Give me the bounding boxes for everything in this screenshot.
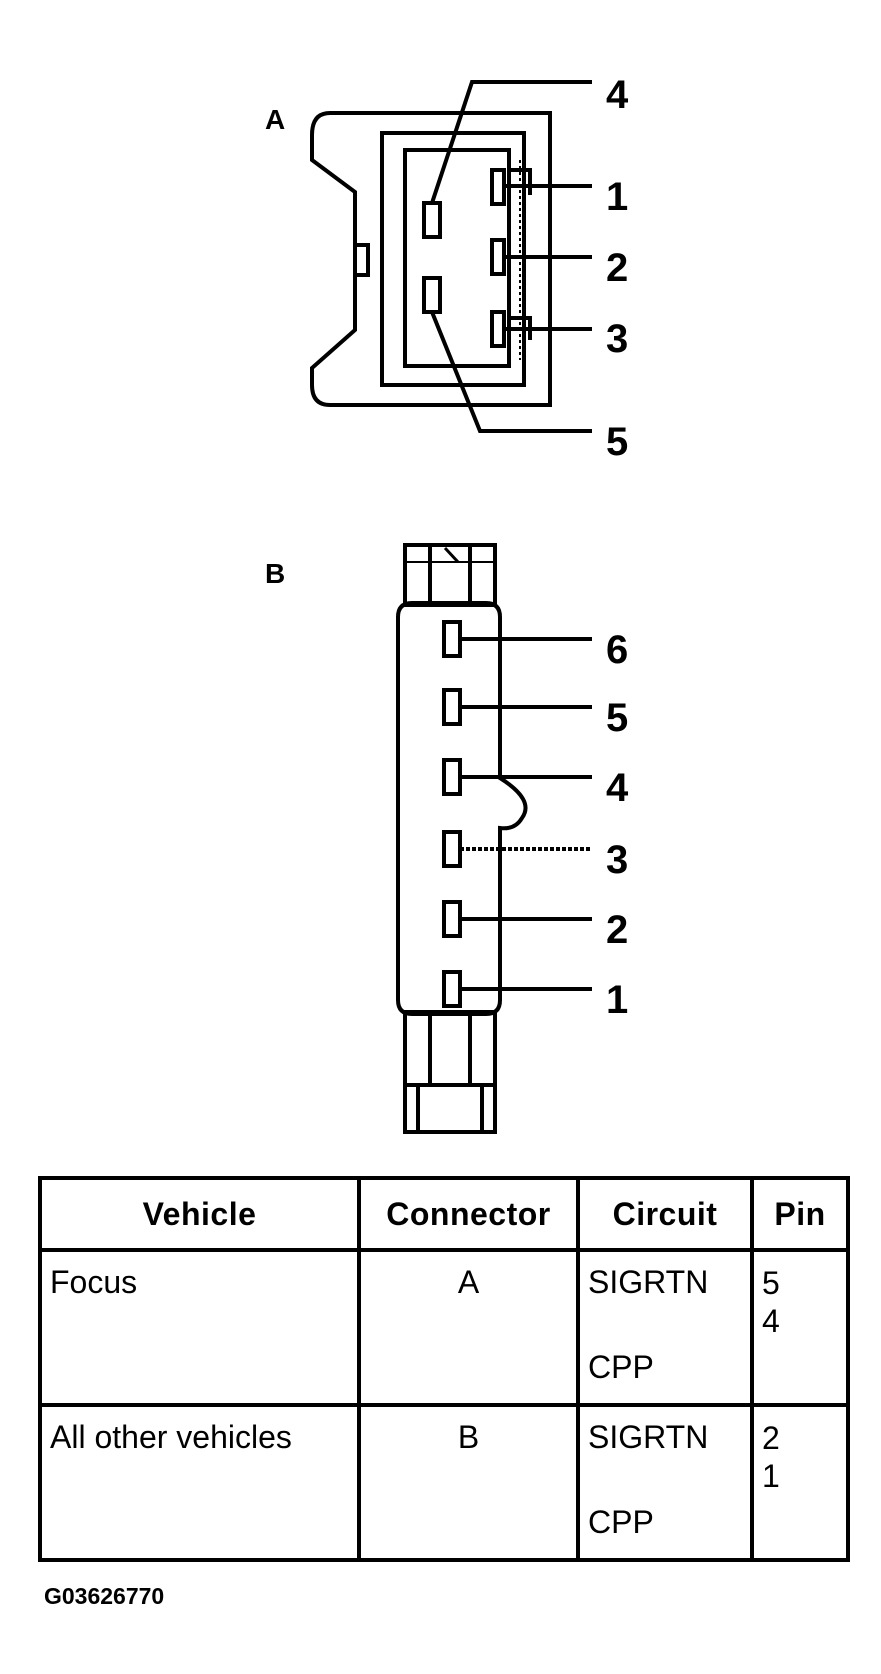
connector-b-pin-label: 2 [606, 908, 628, 952]
cell-pin: 2 1 [750, 1403, 850, 1562]
cell-connector: B [357, 1403, 580, 1562]
cell-circuit: SIGRTN CPP [576, 1248, 754, 1407]
connector-a-label: A [265, 104, 286, 135]
pinout-table: Vehicle Connector Circuit Pin Focus A SI… [38, 1176, 850, 1562]
pin-value: 1 [762, 1458, 780, 1494]
connector-a [310, 80, 592, 433]
pin-value: 5 [762, 1265, 780, 1301]
connector-b-pin-label: 6 [606, 628, 628, 672]
cell-connector: A [357, 1248, 580, 1407]
table-row: All other vehicles B SIGRTN CPP 2 1 [38, 1403, 850, 1562]
circuit-value: CPP [588, 1504, 654, 1540]
connector-a-pin-label: 2 [606, 246, 628, 290]
pin-value: 4 [762, 1303, 780, 1339]
table-header-row: Vehicle Connector Circuit Pin [38, 1176, 850, 1252]
header-vehicle: Vehicle [38, 1176, 361, 1252]
cell-circuit: SIGRTN CPP [576, 1403, 754, 1562]
connector-a-pin-label: 5 [606, 420, 628, 464]
pin-value: 2 [762, 1420, 780, 1456]
cell-vehicle: All other vehicles [38, 1403, 361, 1562]
connector-a-pin-label: 1 [606, 175, 628, 219]
circuit-value: SIGRTN [588, 1419, 709, 1455]
connector-a-pin-labels: 4 1 2 3 5 [606, 73, 629, 464]
circuit-value: SIGRTN [588, 1264, 709, 1300]
connector-a-pin-label: 4 [606, 73, 629, 117]
table-row: Focus A SIGRTN CPP 5 4 [38, 1248, 850, 1407]
cell-pin: 5 4 [750, 1248, 850, 1407]
connector-b-pin-label: 1 [606, 978, 628, 1022]
connector-b-pin-label: 4 [606, 766, 629, 810]
connector-b [396, 543, 592, 1134]
header-connector: Connector [357, 1176, 580, 1252]
connector-b-pin-labels: 6 5 4 3 2 1 [606, 628, 629, 1022]
header-pin: Pin [750, 1176, 850, 1252]
connector-a-pin-label: 3 [606, 317, 628, 361]
connector-b-pin-label: 5 [606, 696, 628, 740]
cell-vehicle: Focus [38, 1248, 361, 1407]
connector-b-pin-label: 3 [606, 838, 628, 882]
connector-diagram: 4 1 2 3 5 6 5 [310, 73, 629, 1134]
circuit-value: CPP [588, 1349, 654, 1385]
header-circuit: Circuit [576, 1176, 754, 1252]
connector-b-label: B [265, 558, 286, 589]
figure-id: G03626770 [44, 1583, 165, 1609]
